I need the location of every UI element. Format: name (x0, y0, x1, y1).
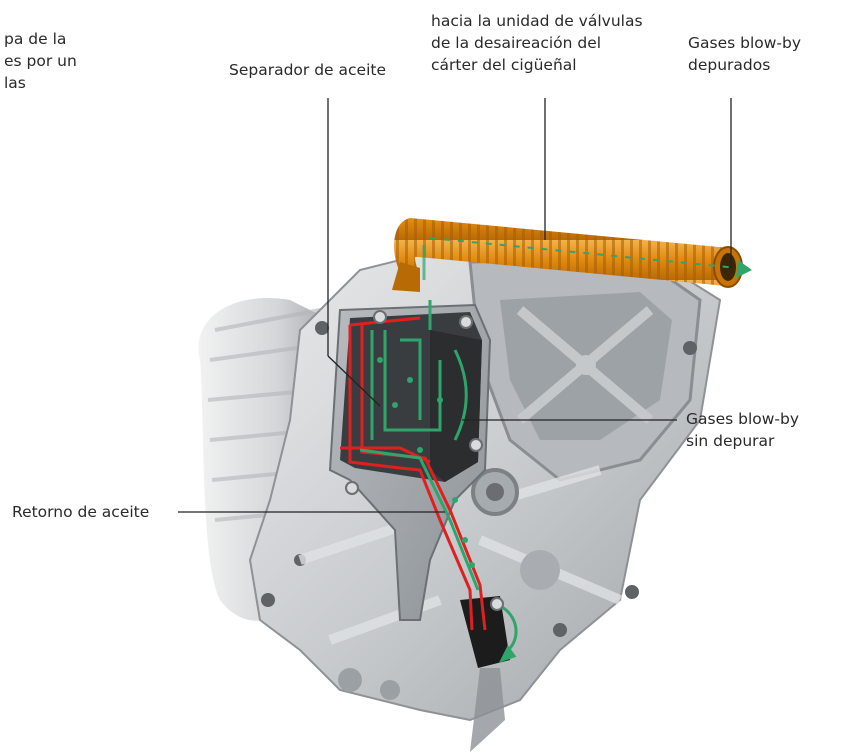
fragment-line: pa de la (4, 28, 77, 50)
label-line: cárter del cigüeñal (431, 54, 643, 76)
fragment-line: las (4, 72, 77, 94)
label-line: sin depurar (686, 430, 799, 452)
label-line: depurados (688, 54, 801, 76)
label-blowby-raw: Gases blow-by sin depurar (686, 408, 799, 452)
label-oil-separator: Separador de aceite (229, 59, 386, 81)
label-valve-unit: hacia la unidad de válvulas de la desair… (431, 10, 643, 76)
label-line: hacia la unidad de válvulas (431, 10, 643, 32)
label-line: de la desaireación del (431, 32, 643, 54)
label-oil-separator-text: Separador de aceite (229, 59, 386, 81)
cropped-text-fragment: pa de la es por un las (4, 28, 77, 94)
label-line: Gases blow-by (686, 408, 799, 430)
fragment-line: es por un (4, 50, 77, 72)
label-line: Gases blow-by (688, 32, 801, 54)
label-oil-return-text: Retorno de aceite (12, 501, 149, 523)
label-blowby-clean: Gases blow-by depurados (688, 32, 801, 76)
label-oil-return: Retorno de aceite (12, 501, 149, 523)
